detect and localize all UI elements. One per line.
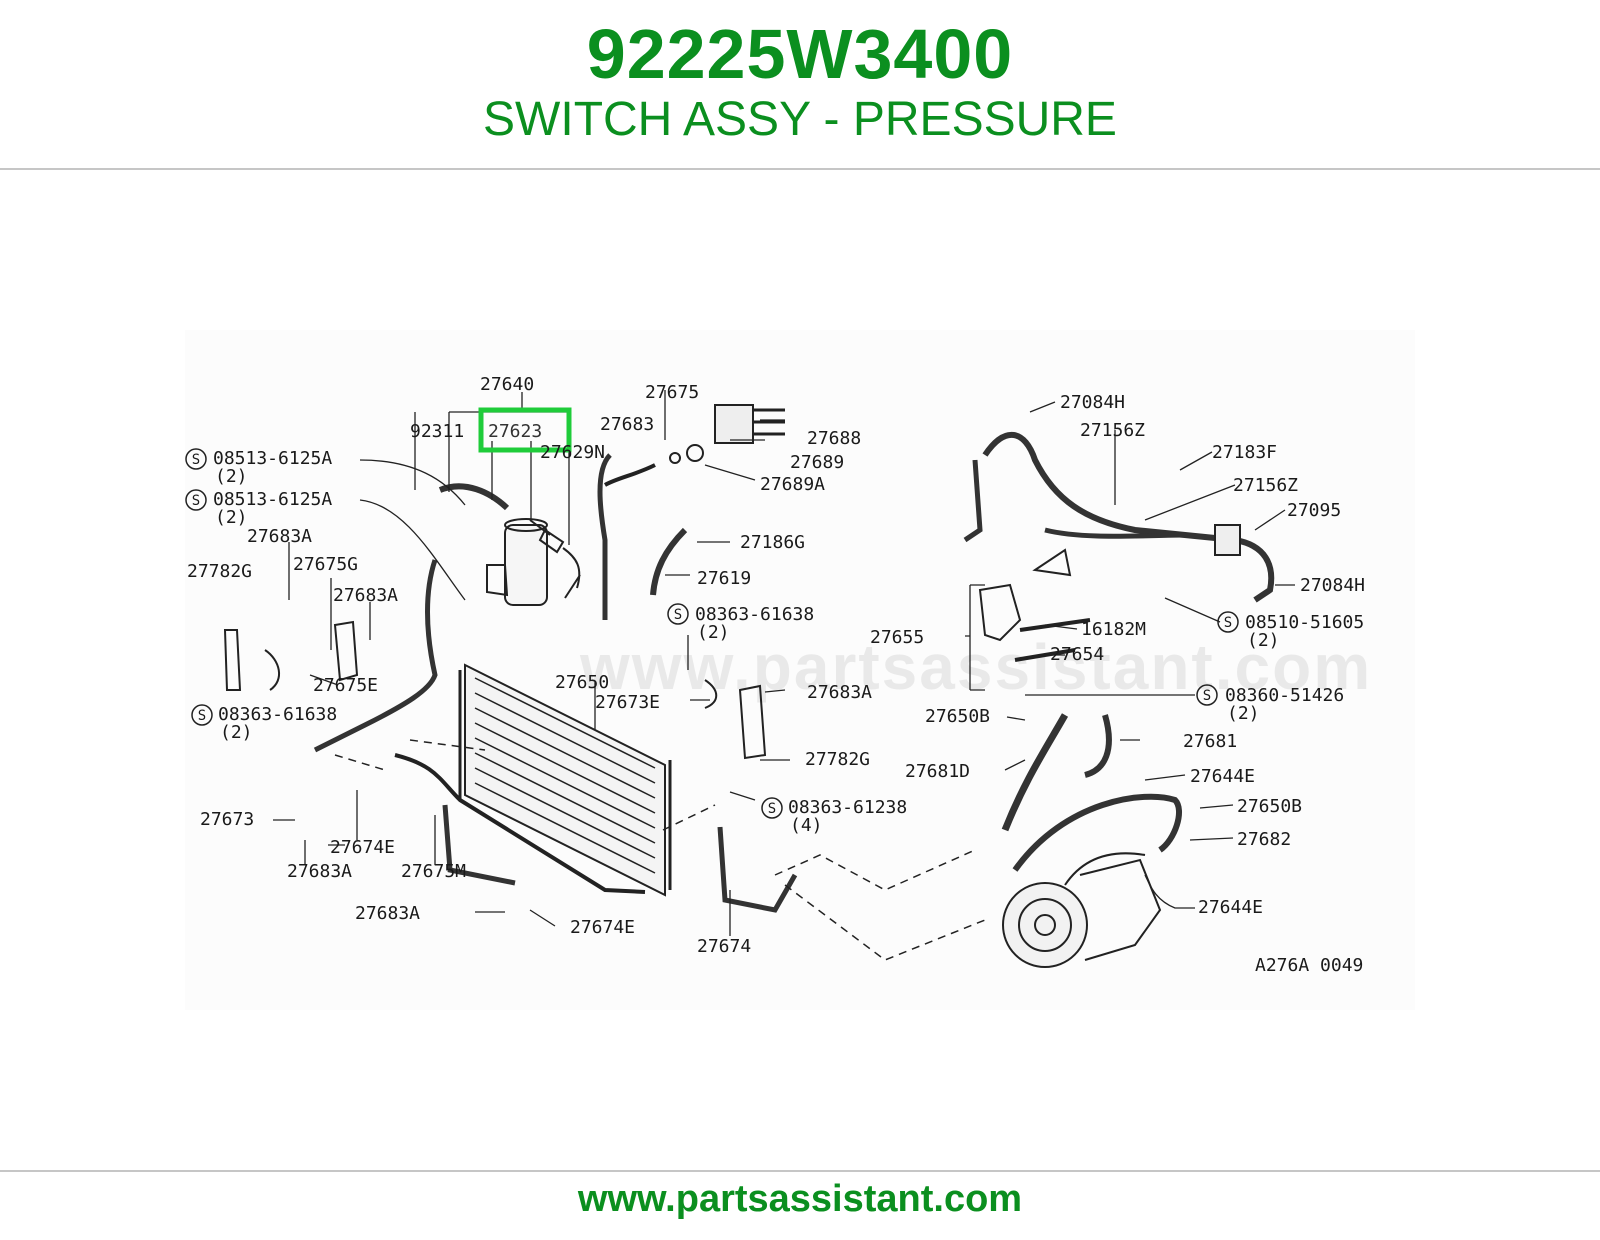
label-27673: 27673 (200, 809, 254, 830)
label-qty-6: (2) (1247, 630, 1280, 651)
label-qty-7: (2) (1227, 703, 1260, 724)
s-symbol-4 (667, 603, 689, 625)
label-27650B-2: 27650B (1237, 796, 1302, 817)
s-symbol-text: S (674, 607, 682, 623)
s-symbol-5 (761, 797, 783, 819)
label-27629N: 27629N (540, 442, 605, 463)
label-27683A-5: 27683A (355, 903, 420, 924)
label-qty-4: (2) (697, 622, 730, 643)
label-27675: 27675 (645, 382, 699, 403)
s-symbol-text: S (768, 801, 776, 817)
s-symbol-3 (191, 704, 213, 726)
label-qty-5: (4) (790, 815, 823, 836)
label-08363-61238: 08363-61238 (788, 797, 907, 818)
s-symbol-text: S (192, 493, 200, 509)
label-27675M: 27675M (401, 861, 466, 882)
s-symbol-1 (185, 448, 207, 470)
footer-website-url[interactable]: www.partsassistant.com (577, 1178, 1023, 1220)
label-27674: 27674 (697, 936, 751, 957)
label-27640: 27640 (480, 374, 534, 395)
label-27683: 27683 (600, 414, 654, 435)
pipe-27674-drawing (717, 826, 798, 913)
label-qty-3: (2) (220, 722, 253, 743)
label-16182M: 16182M (1081, 619, 1146, 640)
parts-diagram: www.partsassistant.com (185, 330, 1415, 1010)
pressure-switch-drawing (529, 519, 581, 599)
compressor-drawing (1002, 852, 1162, 968)
label-27675E: 27675E (313, 675, 378, 696)
label-08363-61638-1: 08363-61638 (218, 704, 337, 725)
s-symbol-text: S (1203, 688, 1211, 704)
diagram-watermark: www.partsassistant.com (580, 631, 1373, 703)
label-27644E-2: 27644E (1198, 897, 1263, 918)
label-27673E: 27673E (595, 692, 660, 713)
label-27689: 27689 (790, 452, 844, 473)
label-27683A-2: 27683A (333, 585, 398, 606)
s-symbol-7 (1196, 684, 1218, 706)
label-27674E-1: 27674E (330, 837, 395, 858)
label-27619: 27619 (697, 568, 751, 589)
s-symbol-2 (185, 489, 207, 511)
label-27650: 27650 (555, 672, 609, 693)
label-27675G: 27675G (293, 554, 358, 575)
pipe-27675-drawing (597, 453, 612, 620)
label-27655: 27655 (870, 627, 924, 648)
label-27681D: 27681D (905, 761, 970, 782)
label-27084H-2: 27084H (1300, 575, 1365, 596)
label-08360-51426: 08360-51426 (1225, 685, 1344, 706)
diagram-code: A276A 0049 (1255, 955, 1363, 976)
label-27084H-1: 27084H (1060, 392, 1125, 413)
part-number-title: 92225W3400 (586, 15, 1014, 93)
label-27683A-4: 27683A (287, 861, 352, 882)
label-27683A-3: 27683A (807, 682, 872, 703)
part-name-subtitle: SWITCH ASSY - PRESSURE (483, 93, 1117, 146)
condenser-drawing (458, 663, 672, 897)
label-27650B-1: 27650B (925, 706, 990, 727)
s-symbol-6 (1217, 611, 1239, 633)
label-27156Z-2: 27156Z (1233, 475, 1298, 496)
top-divider (0, 168, 1600, 170)
label-27623: 27623 (488, 421, 542, 442)
label-08510-51605: 08510-51605 (1245, 612, 1364, 633)
label-27683A-1: 27683A (247, 526, 312, 547)
s-symbol-text: S (198, 708, 206, 724)
page-header: 92225W3400 SWITCH ASSY - PRESSURE (0, 0, 1600, 168)
label-27644E-1: 27644E (1190, 766, 1255, 787)
label-qty-1: (2) (215, 466, 248, 487)
diagram-drawing: S S S S S S S 27640 92311 27623 27629N 2… (185, 374, 1365, 976)
label-08513-6125A-2: 08513-6125A (213, 489, 332, 510)
bottom-divider (0, 1170, 1600, 1172)
label-27688: 27688 (807, 428, 861, 449)
s-symbol-text: S (1224, 615, 1232, 631)
label-27183F: 27183F (1212, 442, 1277, 463)
label-08513-6125A-1: 08513-6125A (213, 448, 332, 469)
highlight-box-27623 (478, 407, 572, 453)
label-qty-2: (2) (215, 507, 248, 528)
receiver-drier-drawing (438, 483, 548, 606)
label-27681: 27681 (1183, 731, 1237, 752)
label-92311: 92311 (410, 421, 464, 442)
label-27654: 27654 (1050, 644, 1104, 665)
label-27689A: 27689A (760, 474, 825, 495)
label-27095: 27095 (1287, 500, 1341, 521)
label-27782G-2: 27782G (805, 749, 870, 770)
label-27782G-1: 27782G (187, 561, 252, 582)
label-27186G: 27186G (740, 532, 805, 553)
label-27156Z-1: 27156Z (1080, 420, 1145, 441)
label-27674E-2: 27674E (570, 917, 635, 938)
expansion-valve-drawing (669, 404, 785, 464)
label-08363-61638-2: 08363-61638 (695, 604, 814, 625)
label-27682: 27682 (1237, 829, 1291, 850)
s-symbol-text: S (192, 452, 200, 468)
